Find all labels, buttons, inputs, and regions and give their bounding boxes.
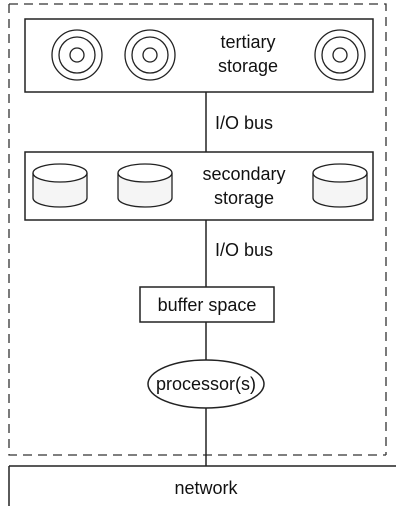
network-segment bbox=[8, 465, 396, 506]
secondary-storage-unit: secondary storage bbox=[24, 151, 374, 221]
tertiary-storage-unit: tertiary storage bbox=[24, 18, 374, 93]
io-bus-label-top: I/O bus bbox=[215, 113, 273, 133]
disk-drive-icon bbox=[312, 163, 368, 208]
tertiary-storage-label-line1: tertiary bbox=[220, 32, 275, 52]
disk-drive-icon bbox=[117, 163, 173, 208]
network-label: network bbox=[174, 478, 238, 498]
buffer-space-box bbox=[139, 286, 275, 323]
secondary-storage-label-line2: storage bbox=[214, 188, 274, 208]
system-boundary bbox=[8, 3, 387, 456]
processor-label: processor(s) bbox=[156, 374, 256, 394]
buffer-space-label: buffer space bbox=[158, 295, 257, 315]
optical-disc-icon bbox=[51, 29, 103, 81]
io-bus-label-bottom: I/O bus bbox=[215, 240, 273, 260]
tertiary-storage-label-line2: storage bbox=[218, 56, 278, 76]
secondary-storage-label-line1: secondary bbox=[202, 164, 285, 184]
optical-disc-icon bbox=[314, 29, 366, 81]
optical-disc-icon bbox=[124, 29, 176, 81]
disk-drive-icon bbox=[32, 163, 88, 208]
